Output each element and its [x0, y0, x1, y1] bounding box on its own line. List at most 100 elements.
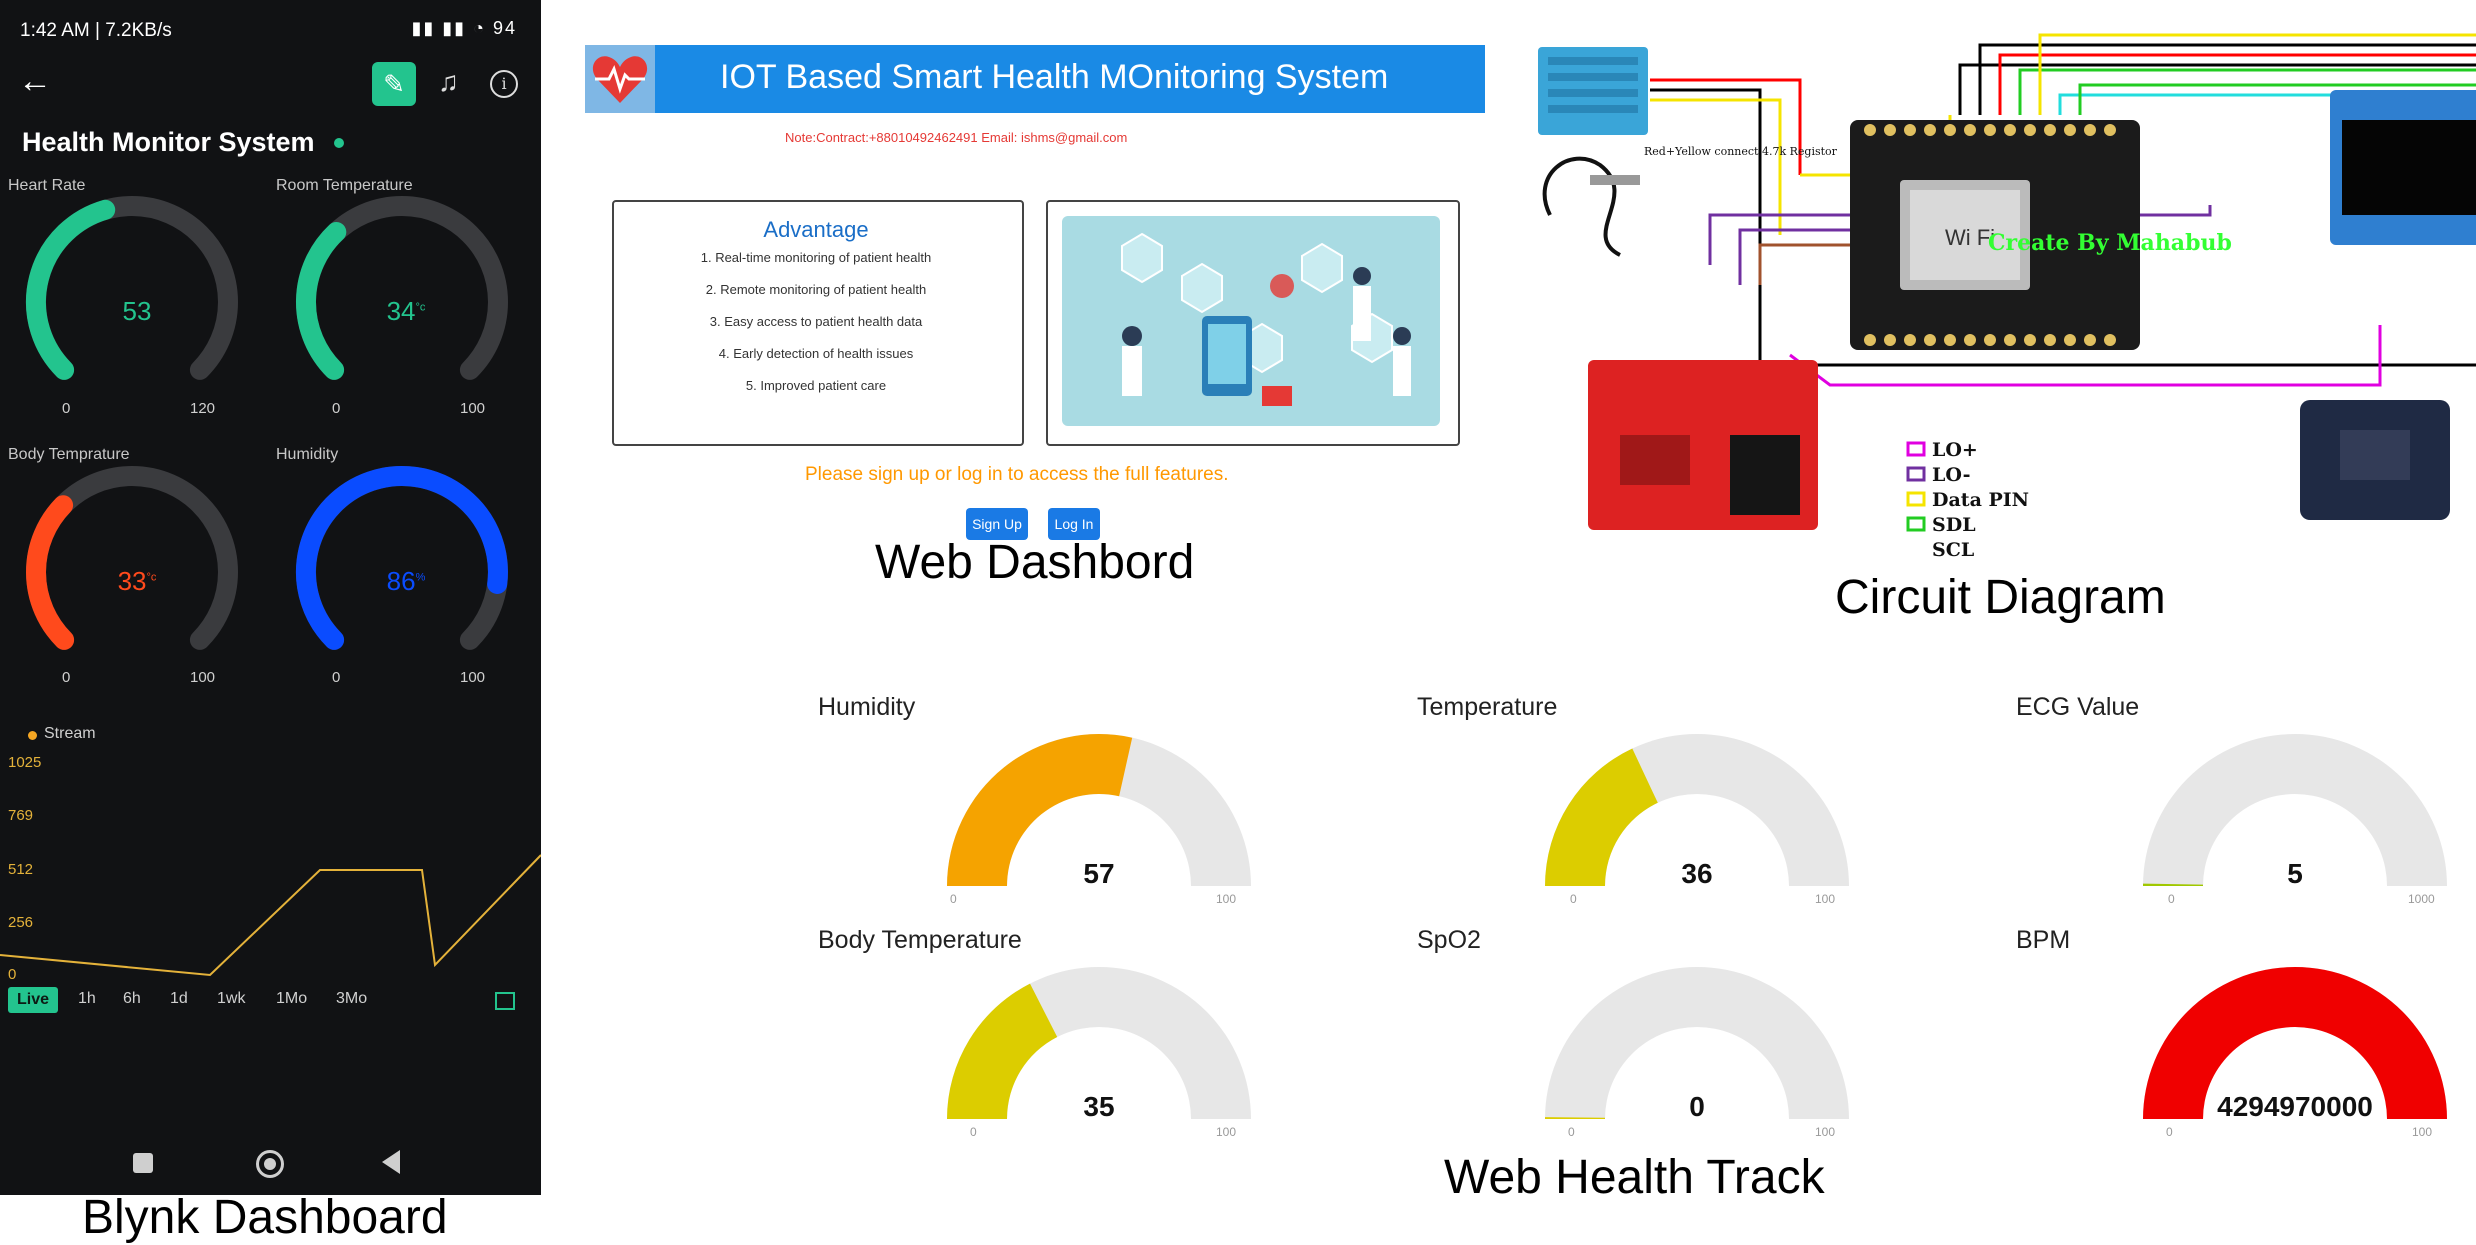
heart-rate-gauge: [26, 196, 238, 380]
temperature-track-gauge: [1545, 734, 1849, 886]
advantage-card: [612, 200, 1024, 446]
track-max: 100: [2412, 1125, 2433, 1139]
track-label: Humidity: [818, 693, 916, 721]
gauge-value-number: 86: [386, 566, 416, 596]
gauge-label: Room Temperature: [276, 177, 413, 194]
gauge-background: [2143, 734, 2447, 886]
expand-icon[interactable]: [495, 992, 515, 1010]
gauge-max: 100: [460, 400, 486, 417]
gauge-fill: [947, 983, 1058, 1119]
caption-track: Web Health Track: [1444, 1151, 1825, 1204]
advantage-item: 4. Early detection of health issues: [718, 346, 914, 361]
track-min: 0: [970, 1125, 977, 1139]
wire-yellow: [1650, 98, 1782, 235]
gauge-label: Humidity: [276, 446, 339, 463]
y-tick: 769: [8, 807, 34, 824]
range-6h-button[interactable]: 6h: [123, 990, 141, 1007]
svg-text:Wi Fi: Wi Fi: [1945, 225, 1995, 250]
gauge-fill: [1545, 748, 1658, 886]
humidity-track-gauge: [947, 734, 1251, 886]
gauge-unit: °c: [146, 571, 157, 584]
room-temperature-gauge: [296, 196, 508, 380]
track-label: ECG Value: [2016, 693, 2140, 721]
advantage-item: 3. Easy access to patient health data: [709, 314, 923, 329]
gauge-fill: [26, 495, 75, 650]
gauge-label: Body Temprature: [8, 446, 130, 463]
gauge-fill: [295, 465, 508, 650]
stream-line: [0, 854, 541, 977]
signup-note: Please sign up or log in to access the f…: [805, 464, 1229, 485]
track-min: 0: [1570, 892, 1577, 906]
legend-lo-plus: LO+: [1932, 439, 1978, 461]
gauge-fill: [1544, 1117, 1605, 1119]
y-tick: 256: [8, 914, 34, 931]
y-tick: 0: [8, 966, 17, 983]
y-tick: 512: [8, 861, 34, 878]
temperature-probe: [1542, 156, 1621, 257]
web-title: IOT Based Smart Health MOnitoring System: [720, 58, 1389, 96]
legend-data-pin: Data PIN: [1932, 489, 2030, 511]
back-arrow-icon[interactable]: ←: [18, 62, 52, 100]
gauge-value: 86%: [346, 566, 466, 597]
recent-apps-icon[interactable]: [133, 1153, 153, 1173]
ecg-track-gauge: [2142, 734, 2447, 886]
circuit-diagram: Red+Yellow connect 4.7k Registor Wi Fi C…: [1538, 33, 2476, 532]
track-max: 100: [1216, 1125, 1237, 1139]
advantage-title: Advantage: [763, 217, 869, 242]
gauge-fill: [947, 734, 1133, 886]
gauge-max: 120: [190, 400, 216, 417]
track-min: 0: [950, 892, 957, 906]
wrench-icon[interactable]: ✎: [372, 62, 416, 106]
caption-blynk: Blynk Dashboard: [82, 1191, 448, 1244]
stream-line-chart[interactable]: [0, 760, 541, 985]
gauge-min: 0: [62, 669, 71, 686]
wire-black: [1650, 88, 2476, 367]
bell-icon[interactable]: ♫: [438, 66, 459, 97]
advantage-item: 5. Improved patient care: [745, 378, 887, 393]
y-tick: 1025: [8, 754, 42, 771]
gauge-max: 100: [190, 669, 216, 686]
health-illustration: [1062, 216, 1440, 426]
gauge-value: 34°c: [346, 296, 466, 327]
range-1h-button[interactable]: 1h: [78, 990, 96, 1007]
nav-back-icon[interactable]: [382, 1150, 400, 1174]
track-value: 57: [1083, 858, 1115, 889]
login-button[interactable]: Log In: [1048, 508, 1100, 540]
legend-scl: SCL: [1932, 539, 1975, 561]
heart-icon: [592, 56, 648, 103]
range-1mo-button[interactable]: 1Mo: [276, 990, 308, 1007]
blynk-phone-screen: 1:42 AM | 7.2KB/s ▮▮ ▮▮ ◔ 94 ← ✎ ♫ i Hea…: [0, 0, 541, 1195]
gauge-fill: [2143, 967, 2447, 1119]
gauge-fill: [26, 199, 116, 380]
body-temperature-track-gauge: [947, 967, 1251, 1119]
watermark: Create By Mahabub: [1988, 230, 2232, 256]
track-min: 0: [1568, 1125, 1575, 1139]
home-icon[interactable]: [256, 1150, 284, 1178]
gauge-fill: [2142, 883, 2203, 886]
range-1wk-button[interactable]: 1wk: [217, 990, 246, 1007]
info-icon[interactable]: i: [490, 70, 518, 98]
contact-note: Note:Contract:+88010492462491 Email: ish…: [785, 130, 1128, 145]
track-min: 0: [2168, 892, 2175, 906]
track-value: 4294970000: [2217, 1091, 2373, 1122]
body-temperature-gauge: [26, 466, 238, 650]
heart-logo: [585, 45, 655, 113]
medical-illustration-image: [1121, 232, 1411, 406]
web-header-bar: [585, 45, 1485, 113]
range-3mo-button[interactable]: 3Mo: [336, 990, 368, 1007]
app-title: Health Monitor System: [22, 127, 315, 157]
track-value: 0: [1689, 1091, 1705, 1122]
humidity-gauge: [295, 465, 508, 650]
legend-sdl: SDL: [1932, 514, 1976, 536]
track-min: 0: [2166, 1125, 2173, 1139]
gauge-unit: %: [415, 571, 426, 584]
range-live-button[interactable]: Live: [8, 987, 58, 1013]
wire-red: [1650, 78, 1802, 175]
bpm-track-gauge: [2143, 967, 2447, 1119]
range-1d-button[interactable]: 1d: [170, 990, 188, 1007]
gauge-value-number: 34: [386, 296, 416, 326]
track-max: 100: [1815, 1125, 1836, 1139]
track-label: Temperature: [1417, 693, 1558, 721]
signup-button[interactable]: Sign Up: [966, 508, 1028, 540]
gauge-max: 100: [460, 669, 486, 686]
